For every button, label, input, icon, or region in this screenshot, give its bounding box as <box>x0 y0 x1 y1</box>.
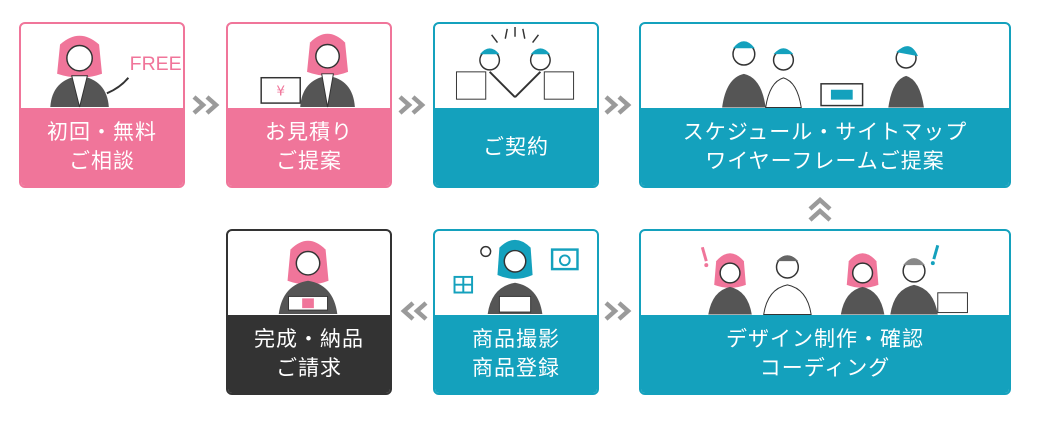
step-estimate-proposal: ¥ お見積り ご提案 <box>226 22 392 188</box>
step-label: 商品撮影 商品登録 <box>435 315 597 393</box>
svg-text:¥: ¥ <box>276 83 285 99</box>
planning-meeting-illustration <box>641 24 1009 108</box>
photo-registration-illustration <box>435 231 597 315</box>
delivery-illustration <box>228 231 390 315</box>
step-label-line2: 商品登録 <box>472 356 560 380</box>
step-label-line1: スケジュール・サイトマップ <box>682 120 968 144</box>
step-label: 初回・無料 ご相談 <box>21 108 183 186</box>
consultation-illustration: FREE <box>21 24 183 108</box>
contract-illustration <box>435 24 597 108</box>
step-product-photo-registration: 商品撮影 商品登録 <box>433 229 599 395</box>
double-chevron-up-icon <box>806 196 834 224</box>
double-chevron-right-icon <box>398 94 428 116</box>
estimate-illustration: ¥ <box>228 24 390 108</box>
double-chevron-left-icon <box>398 300 428 322</box>
step-label: デザイン制作・確認 コーディング <box>641 315 1009 393</box>
step-label-line1: デザイン制作・確認 <box>726 327 924 351</box>
step-label: 完成・納品 ご請求 <box>228 315 390 393</box>
step-label-line2: コーディング <box>759 356 891 380</box>
free-badge: FREE <box>130 53 182 75</box>
step-label: スケジュール・サイトマップ ワイヤーフレームご提案 <box>641 108 1009 186</box>
step-label-line2: ご請求 <box>276 356 342 380</box>
step-label-line2: ワイヤーフレームご提案 <box>705 149 945 173</box>
step-label: お見積り ご提案 <box>228 108 390 186</box>
step-label-line2: ご提案 <box>276 149 342 173</box>
step-label-line2: ご相談 <box>69 149 135 173</box>
step-label-line1: お見積り <box>265 120 353 144</box>
double-chevron-right-icon <box>604 300 634 322</box>
step-label: ご契約 <box>435 108 597 186</box>
step-contract: ご契約 <box>433 22 599 188</box>
step-design-coding: デザイン制作・確認 コーディング <box>639 229 1011 395</box>
step-label-line1: ご契約 <box>483 134 549 159</box>
step-completion-delivery-invoice: 完成・納品 ご請求 <box>226 229 392 395</box>
double-chevron-right-icon <box>192 94 222 116</box>
step-free-consultation: FREE 初回・無料 ご相談 <box>19 22 185 188</box>
design-team-illustration <box>641 231 1009 315</box>
step-schedule-sitemap-wireframe: スケジュール・サイトマップ ワイヤーフレームご提案 <box>639 22 1011 188</box>
step-label-line1: 商品撮影 <box>472 327 560 351</box>
step-label-line1: 完成・納品 <box>254 327 364 351</box>
double-chevron-right-icon <box>604 94 634 116</box>
step-label-line1: 初回・無料 <box>47 120 157 144</box>
